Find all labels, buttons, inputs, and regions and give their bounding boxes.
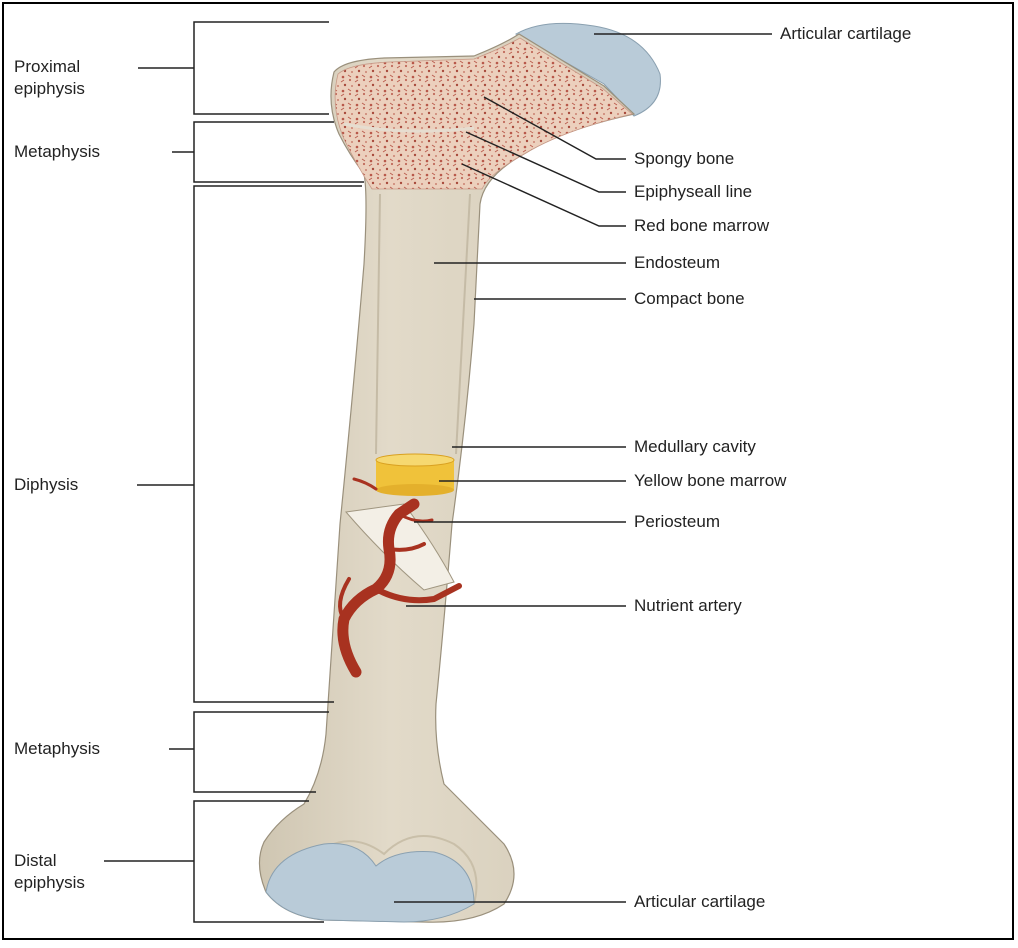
bracket-proximal-epiphysis — [193, 21, 329, 115]
label-red-bone-marrow: Red bone marrow — [634, 216, 770, 235]
label-nutrient-artery: Nutrient artery — [634, 596, 742, 615]
periosteum-shape — [345, 503, 455, 591]
label-compact-bone: Compact bone — [634, 289, 745, 308]
label-endosteum: Endosteum — [634, 253, 720, 272]
label-spongy-bone: Spongy bone — [634, 149, 735, 168]
label-proximal-epiphysis: Proximal epiphysis — [14, 57, 85, 98]
label-metaphysis-bottom: Metaphysis — [14, 739, 100, 758]
bracket-metaphysis-bottom — [193, 711, 329, 793]
label-yellow-bone-marrow: Yellow bone marrow — [634, 471, 787, 490]
label-medullary-cavity: Medullary cavity — [634, 437, 756, 456]
label-articular-cartilage-bottom: Articular cartilage — [634, 892, 766, 911]
spongy-bone-region — [334, 37, 633, 190]
articular-cartilage-top-shape — [514, 22, 661, 117]
distal-condyle-shading — [303, 835, 478, 905]
epiphyseal-line-shape — [343, 122, 475, 133]
yellow-bone-marrow-shape — [375, 453, 455, 496]
nutrient-artery-shape — [337, 477, 462, 678]
bracket-diaphysis — [193, 185, 362, 703]
label-distal-epiphysis: Distal epiphysis — [14, 851, 85, 892]
label-metaphysis-top: Metaphysis — [14, 142, 100, 161]
label-diaphysis: Diphysis — [14, 475, 79, 494]
right-leader-lines — [394, 33, 772, 903]
long-bone-diagram — [104, 21, 772, 923]
bone-illustration — [258, 22, 661, 923]
label-epiphyseal-line: Epiphyseall line — [634, 182, 753, 201]
medullary-cavity-shape — [375, 193, 471, 455]
label-articular-cartilage-top: Articular cartilage — [780, 24, 912, 43]
label-periosteum: Periosteum — [634, 512, 720, 531]
left-brackets — [104, 21, 364, 923]
